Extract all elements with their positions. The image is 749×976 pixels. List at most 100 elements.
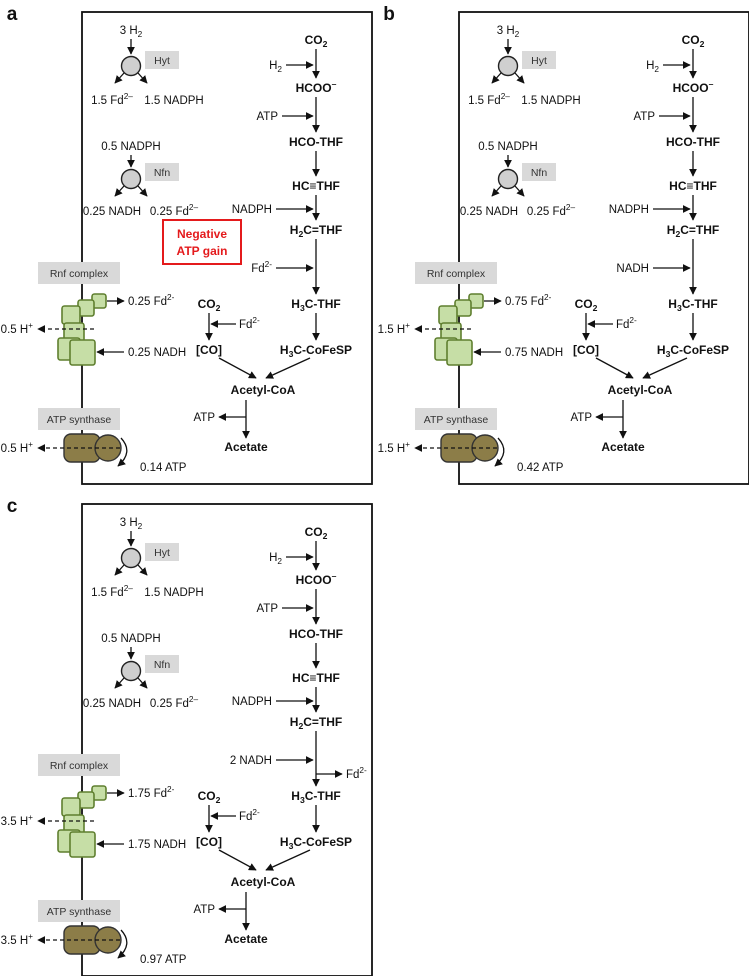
rnf-proton: 3.5 H+ (1, 813, 34, 828)
connector-line (265, 849, 311, 871)
metabolite-3: HC≡THF (292, 671, 340, 685)
panel-letter: a (7, 4, 18, 25)
cofactor-reductant: Fd2- (251, 260, 272, 275)
rnf-fd: 0.75 Fd2- (505, 293, 552, 308)
nfn-input: 0.5 NADPH (101, 633, 160, 645)
cofactor-nadph: NADPH (232, 696, 272, 708)
connector-line (642, 357, 688, 379)
cofactor-atp-out: ATP (193, 904, 215, 916)
rnf-label-bg (38, 262, 120, 284)
cell-boundary (458, 11, 749, 485)
atp-synthase-label: ATP synthase (424, 414, 489, 426)
hyt-enzyme-icon (120, 55, 142, 77)
rnf-proton: 1.5 H+ (378, 321, 411, 336)
metabolite-acetate: Acetate (224, 932, 268, 946)
rnf-label: Rnf complex (50, 760, 109, 772)
rnf-label: Rnf complex (50, 268, 109, 280)
metabolite-4: H2C=THF (290, 715, 342, 731)
cofactor-atp-out: ATP (570, 412, 592, 424)
nfn-nadh-output: 0.25 NADH (83, 698, 141, 710)
cofactor-co-fd: Fd2- (239, 808, 260, 823)
hyt-enzyme-icon (497, 55, 519, 77)
hyt-input: 3 H2 (120, 25, 143, 39)
metabolite-2: HCO-THF (289, 135, 343, 149)
cell-boundary (81, 11, 373, 485)
hyt-label: Hyt (531, 55, 547, 67)
rnf-proton: 0.5 H+ (1, 321, 34, 336)
atp-synthase-label-bg (38, 408, 120, 430)
synthase-proton: 0.5 H+ (1, 440, 34, 455)
connector-line (514, 72, 525, 84)
hyt-label-bg (522, 51, 556, 69)
nfn-enzyme-icon (120, 168, 142, 190)
nfn-label: Nfn (531, 167, 548, 179)
cofactor-reductant: 2 NADH (230, 755, 272, 767)
metabolite-0: CO2 (305, 33, 328, 49)
co2-carbonyl: CO2 (198, 297, 221, 313)
connector-line (137, 72, 148, 84)
atp-synthase-label: ATP synthase (47, 414, 112, 426)
rnf-label: Rnf complex (427, 268, 486, 280)
connector-line (491, 72, 502, 84)
hyt-label: Hyt (154, 547, 170, 559)
hyt-label-bg (145, 51, 179, 69)
cofactor-output: Fd2- (346, 766, 367, 781)
rnf-nadh: 0.25 NADH (128, 347, 186, 359)
metabolite-acetate: Acetate (601, 440, 645, 454)
nfn-label: Nfn (154, 167, 171, 179)
connector-line (137, 185, 148, 197)
metabolite-co: [CO] (196, 835, 222, 849)
hyt-input: 3 H2 (120, 517, 143, 531)
nfn-label-bg (145, 655, 179, 673)
metabolite-3: HC≡THF (669, 179, 717, 193)
connector-line (514, 185, 525, 197)
metabolite-acetate: Acetate (224, 440, 268, 454)
hyt-label-bg (145, 543, 179, 561)
metabolite-0: CO2 (682, 33, 705, 49)
metabolite-6: H3C-CoFeSP (657, 343, 729, 359)
synthase-atp: 0.14 ATP (140, 462, 187, 474)
rnf-subunit (69, 831, 96, 858)
connector-line (114, 564, 125, 576)
connector-line (114, 185, 125, 197)
cell-boundary (81, 503, 373, 976)
cofactor-h2: H2 (646, 60, 659, 74)
synthase-atp: 0.97 ATP (140, 954, 187, 966)
cofactor-co-fd: Fd2- (239, 316, 260, 331)
hyt-nadph-output: 1.5 NADPH (521, 95, 580, 107)
nfn-input: 0.5 NADPH (478, 141, 537, 153)
metabolite-2: HCO-THF (289, 627, 343, 641)
co2-carbonyl: CO2 (198, 789, 221, 805)
metabolite-4: H2C=THF (667, 223, 719, 239)
atp-synthase-label: ATP synthase (47, 906, 112, 918)
cofactor-h2: H2 (269, 60, 282, 74)
nfn-enzyme-icon (120, 660, 142, 682)
connector-line (137, 677, 148, 689)
nfn-fd-output: 0.25 Fd2– (527, 203, 576, 218)
rnf-subunit (69, 339, 96, 366)
hyt-input: 3 H2 (497, 25, 520, 39)
rnf-subunit (61, 797, 81, 817)
rnf-nadh: 0.75 NADH (505, 347, 563, 359)
cofactor-atp: ATP (256, 111, 278, 123)
metabolite-1: HCOO– (673, 79, 714, 95)
metabolite-co: [CO] (573, 343, 599, 357)
rnf-subunit (446, 339, 473, 366)
panel-b: b 3 H2 Hyt 1.5 Fd2– 1.5 NADPH 0.5 NADPH Nfn 0.2… (378, 4, 749, 485)
metabolite-5: H3C-THF (291, 789, 340, 805)
metabolite-6: H3C-CoFeSP (280, 835, 352, 851)
nfn-enzyme-icon (497, 168, 519, 190)
metabolite-acetyl-coa: Acetyl-CoA (231, 383, 296, 397)
panel-letter: b (383, 4, 395, 25)
cofactor-atp-out: ATP (193, 412, 215, 424)
nfn-label: Nfn (154, 659, 171, 671)
cofactor-atp: ATP (256, 603, 278, 615)
hyt-fd-output: 1.5 Fd2– (468, 92, 510, 107)
hyt-enzyme-icon (120, 547, 142, 569)
rnf-label-bg (415, 262, 497, 284)
nfn-label-bg (145, 163, 179, 181)
note-box (162, 219, 242, 265)
hyt-fd-output: 1.5 Fd2– (91, 92, 133, 107)
